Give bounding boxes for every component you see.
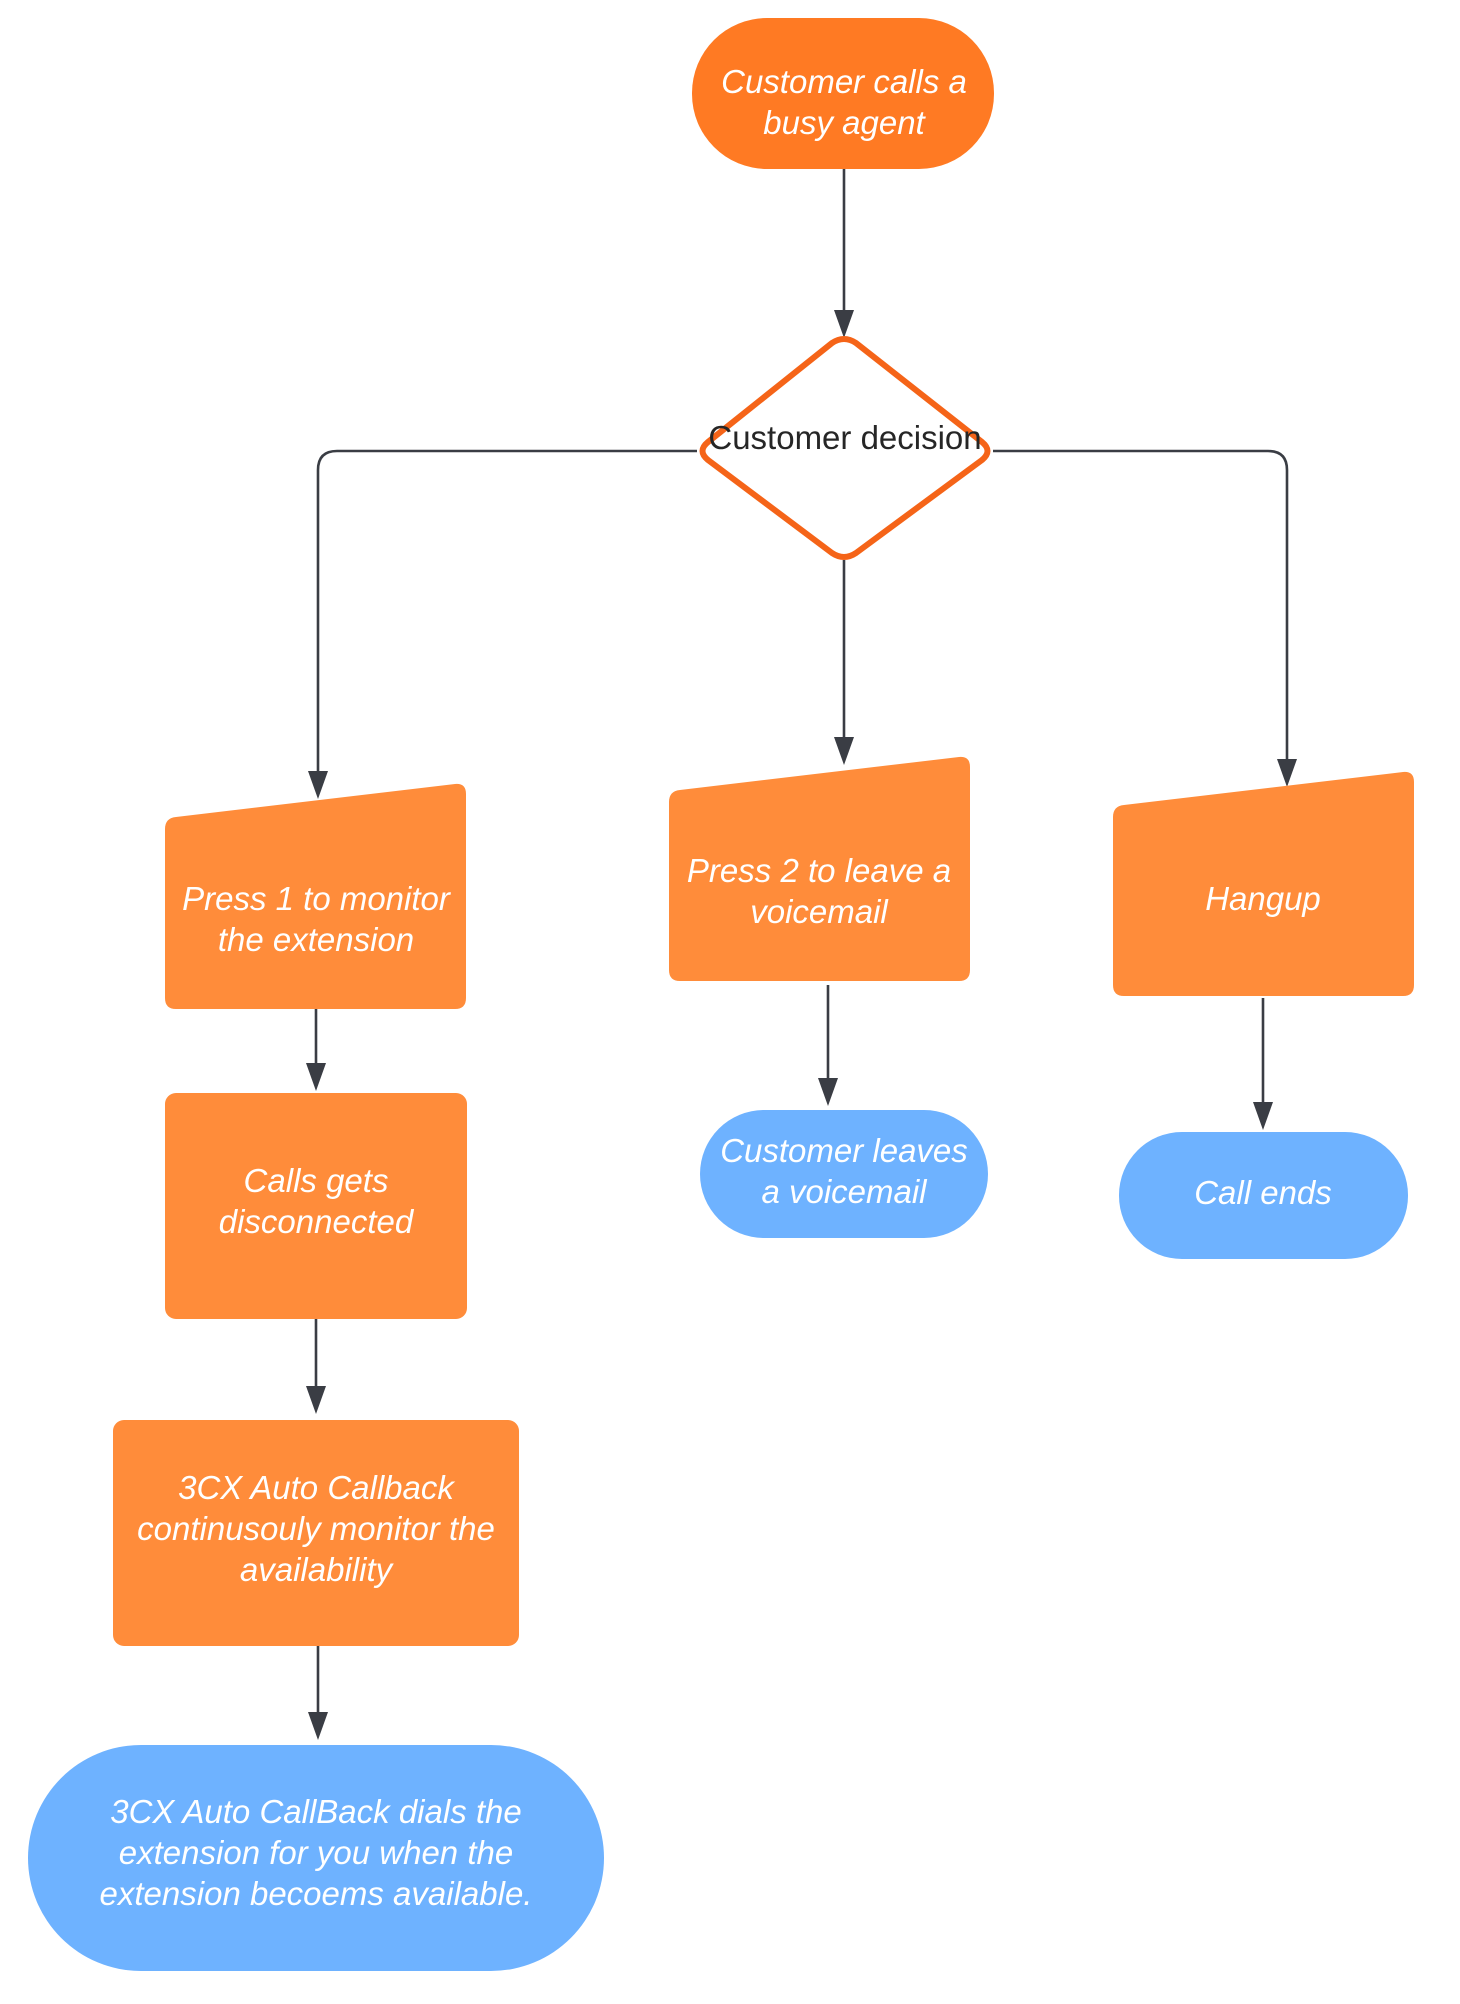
arrowhead-callends <box>1253 1102 1273 1130</box>
arrowhead-disconnected <box>306 1063 326 1091</box>
press2-label-line: voicemail <box>750 893 889 930</box>
voicemail-terminal-label-line: Customer leaves <box>720 1132 968 1169</box>
start-terminal-label-line: busy agent <box>763 104 926 141</box>
callends-terminal-label-line: Call ends <box>1194 1174 1332 1211</box>
decision-label-line: Customer decision <box>708 419 981 456</box>
arrowhead-hangup <box>1277 759 1297 787</box>
disconnected-label-line: Calls gets <box>244 1162 389 1199</box>
press1-label: Press 1 to monitor the extension <box>182 880 452 958</box>
dial-terminal-label-line: extension for you when the <box>119 1834 513 1871</box>
callends-terminal-shape <box>1119 1132 1408 1259</box>
arrowhead-voicemail <box>818 1078 838 1106</box>
arrowhead-press2 <box>834 737 854 765</box>
disconnected-label-line: disconnected <box>219 1203 415 1240</box>
press2-label-line: Press 2 to leave a <box>687 852 951 889</box>
voicemail-terminal-shape <box>700 1110 988 1238</box>
start-terminal-label: Customer calls a busy agent <box>721 63 967 141</box>
dial-terminal-shape <box>28 1745 604 1971</box>
press2-input-shape <box>669 756 970 981</box>
arrowhead-monitor <box>306 1386 326 1414</box>
arrowhead-dial <box>308 1712 328 1740</box>
dial-terminal-label-line: extension becoems available. <box>100 1875 533 1912</box>
press1-label-line: Press 1 to monitor <box>182 880 452 917</box>
press1-input-shape <box>165 783 466 1009</box>
monitor-label-line: availability <box>240 1551 395 1588</box>
voicemail-terminal-label: Customer leaves a voicemail <box>720 1132 968 1210</box>
monitor-label: 3CX Auto Callback continusouly monitor th… <box>137 1469 495 1588</box>
hangup-input-shape <box>1113 771 1414 996</box>
callends-terminal-label: Call ends <box>1194 1174 1332 1211</box>
hangup-label-line: Hangup <box>1205 880 1321 917</box>
decision-label: Customer decision <box>708 419 981 456</box>
monitor-label-line: continusouly monitor the <box>137 1510 495 1547</box>
voicemail-terminal-label-line: a voicemail <box>761 1173 928 1210</box>
arrowhead-press1 <box>308 771 328 799</box>
edges <box>306 168 1297 1740</box>
press1-label-line: the extension <box>218 921 414 958</box>
edge-decision-to-press1 <box>316 449 697 778</box>
disconnected-process-shape <box>165 1093 467 1319</box>
dial-terminal-label: 3CX Auto CallBack dials the extension for… <box>100 1793 533 1912</box>
hangup-label: Hangup <box>1205 880 1321 917</box>
edge-decision-to-hangup <box>993 449 1289 766</box>
monitor-label-line: 3CX Auto Callback <box>178 1469 455 1506</box>
start-terminal-label-line: Customer calls a <box>721 63 967 100</box>
dial-terminal-label-line: 3CX Auto CallBack dials the <box>110 1793 522 1830</box>
decision-diamond-shape <box>699 336 991 560</box>
press2-label: Press 2 to leave a voicemail <box>687 852 951 930</box>
monitor-process-shape <box>113 1420 519 1646</box>
arrowhead-decision <box>834 310 854 338</box>
disconnected-label: Calls gets disconnected <box>219 1162 415 1240</box>
nodes: Customer calls a busy agent Customer deci… <box>28 18 1414 1971</box>
start-terminal-shape <box>692 18 994 169</box>
